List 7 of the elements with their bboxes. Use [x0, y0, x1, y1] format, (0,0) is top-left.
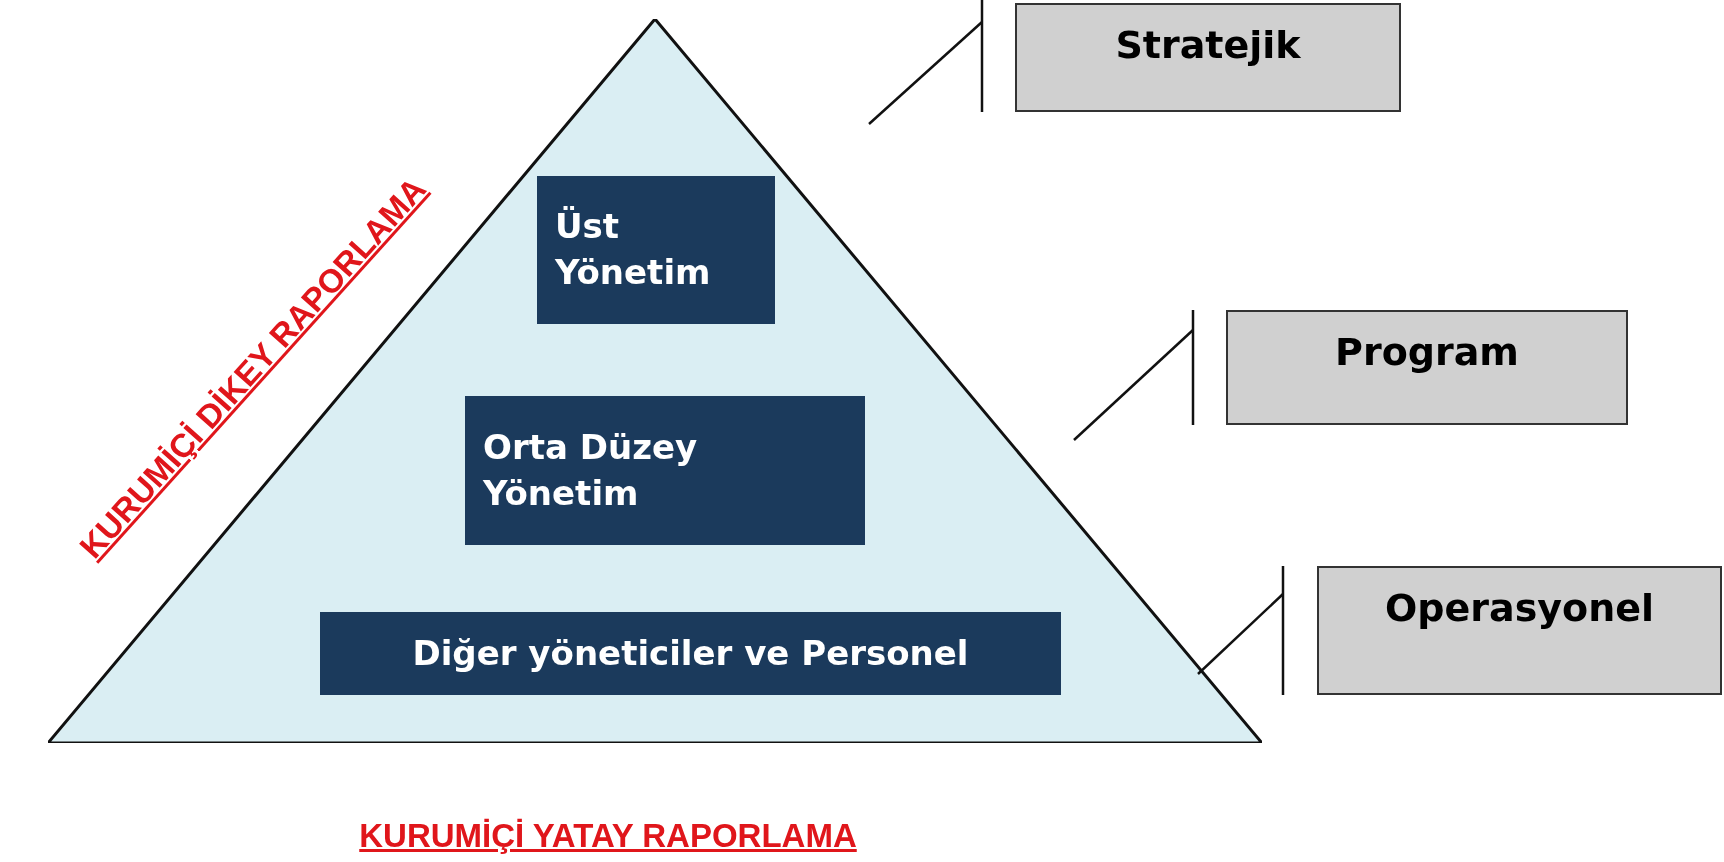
level-box: Orta Düzey Yönetim: [465, 396, 865, 545]
level-label-box: Program: [1226, 310, 1628, 425]
level-label-box: Operasyonel: [1317, 566, 1722, 695]
level-box: Üst Yönetim: [537, 176, 775, 324]
level-box: Diğer yöneticiler ve Personel: [320, 612, 1061, 695]
horizontal-reporting-label: KURUMİÇİ YATAY RAPORLAMA: [359, 817, 857, 855]
level-label-box: Stratejik: [1015, 3, 1401, 112]
